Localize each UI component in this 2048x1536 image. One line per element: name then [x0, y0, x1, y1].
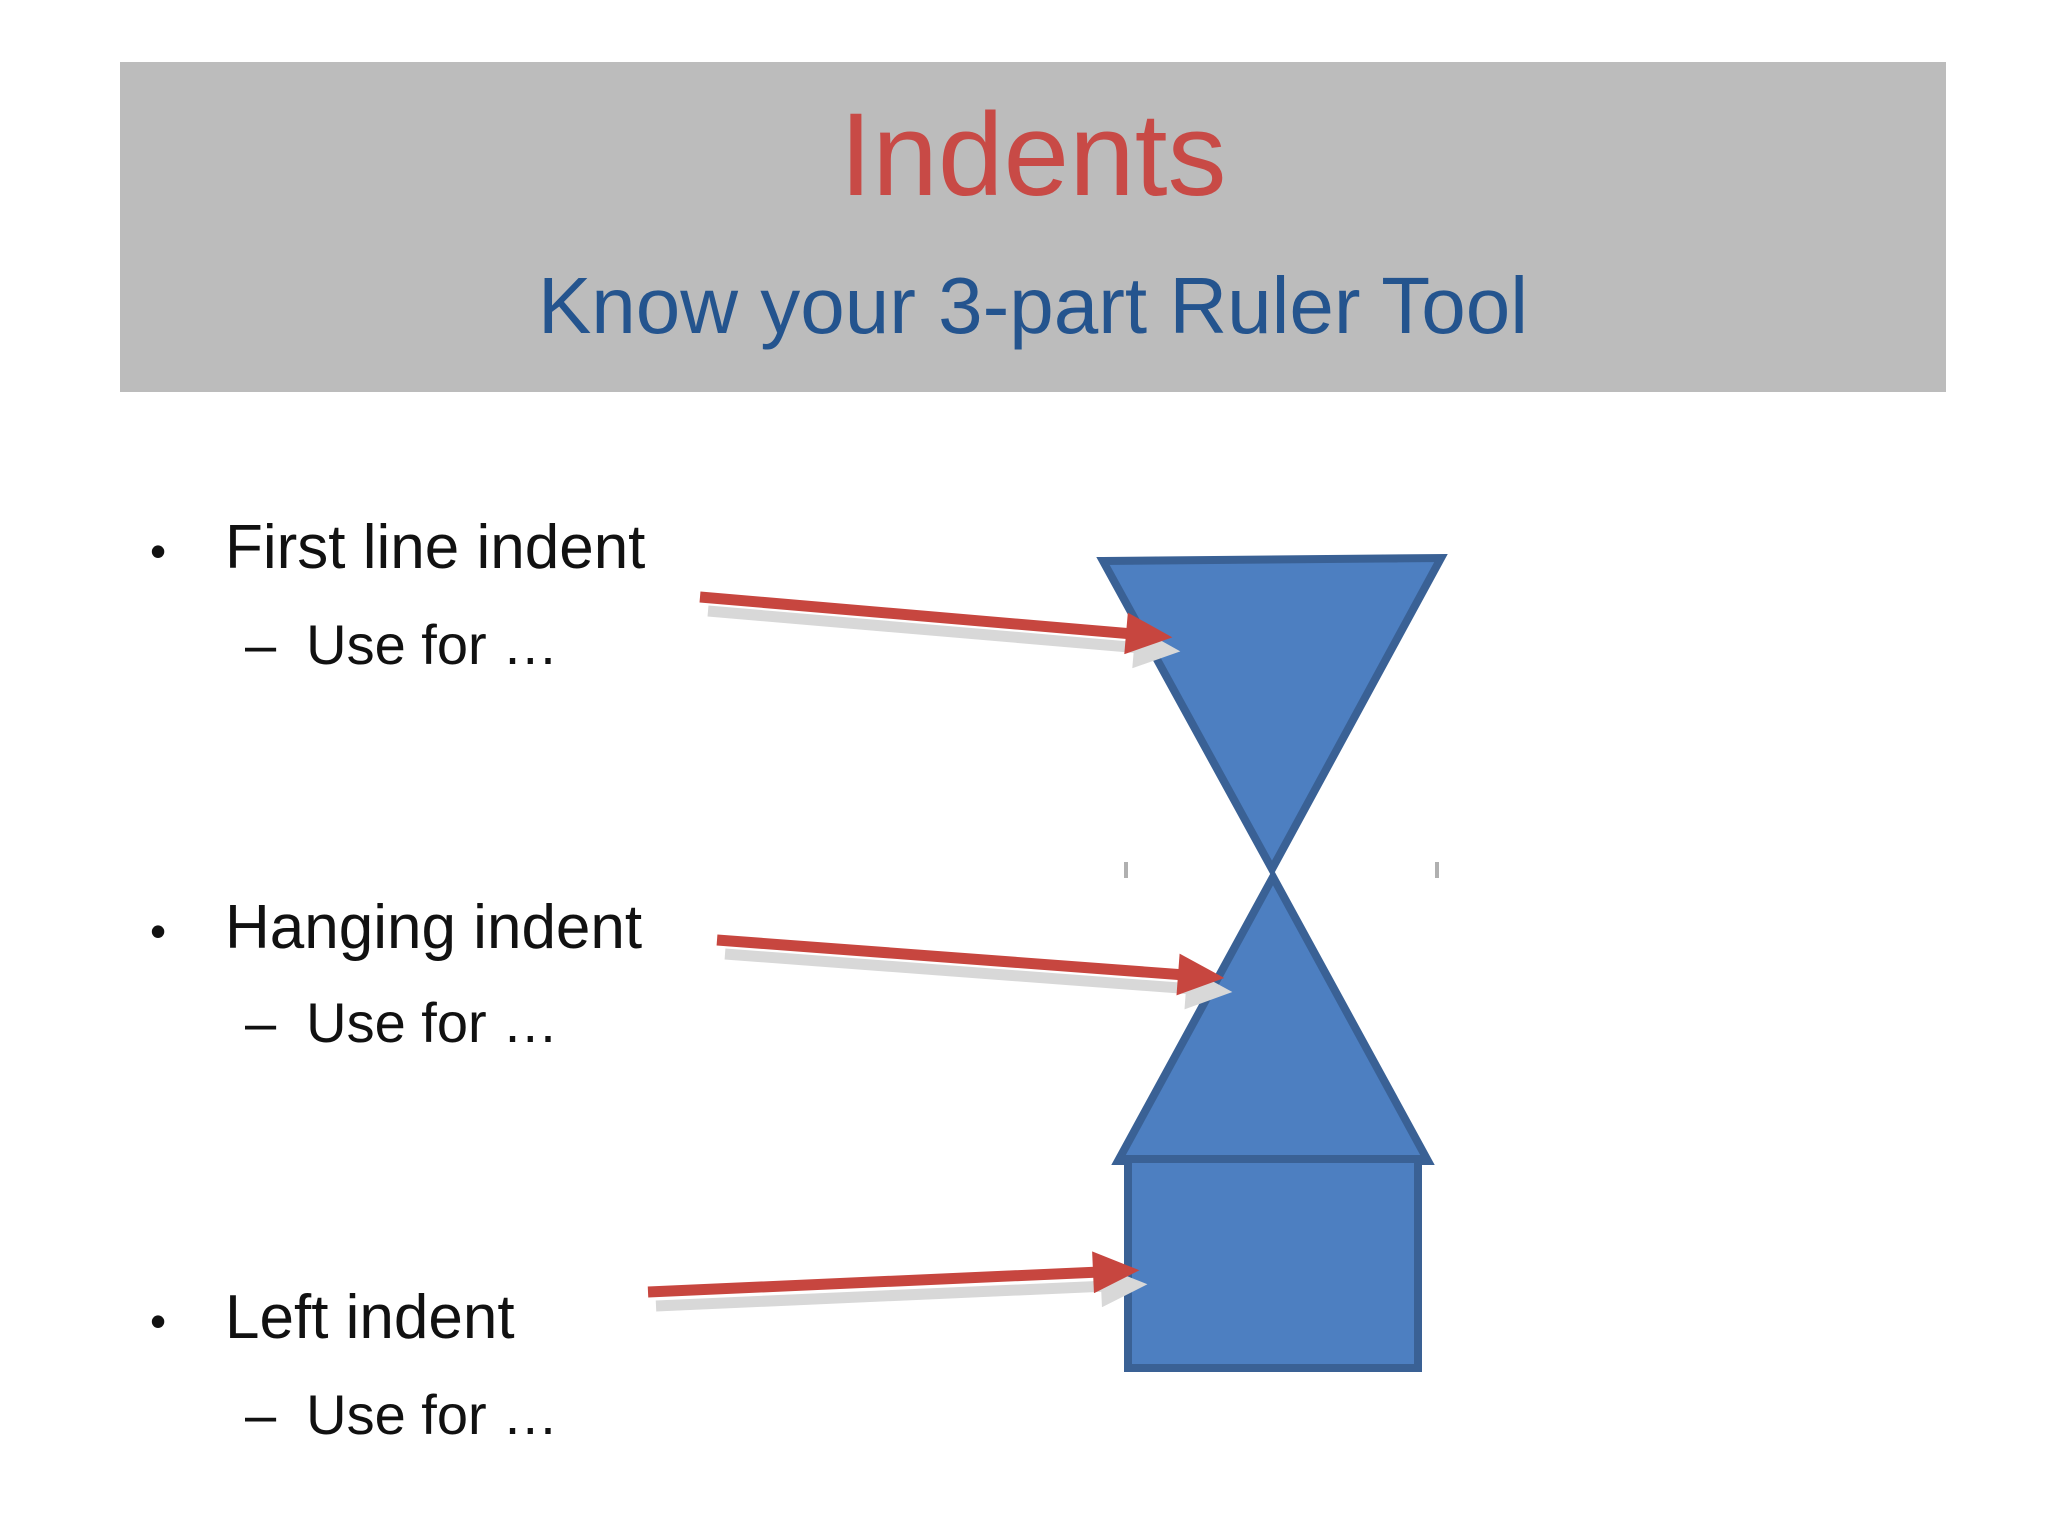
bullet-dot: • [150, 905, 167, 957]
sub-bullet-text: Use for … [306, 613, 559, 676]
bullet-item-first-line-indent: First line indent [225, 513, 646, 582]
first-line-indent-marker [1096, 553, 1448, 878]
sub-bullet-text: Use for … [306, 991, 559, 1054]
bullet-item-left-indent: Left indent [225, 1283, 515, 1352]
sub-bullet-hanging-indent: –Use for … [245, 990, 558, 1055]
sub-bullet-dash: – [245, 991, 277, 1054]
arrow-shadow [655, 1265, 1148, 1312]
sub-bullet-dash: – [245, 1383, 277, 1446]
ruler-tick-left [1124, 862, 1128, 878]
arrow-line [716, 934, 1225, 996]
hanging-indent-arrow [716, 934, 1233, 1010]
slide-title: Indents [839, 89, 1227, 221]
arrow-shadow [707, 605, 1181, 669]
arrow-line [647, 1251, 1140, 1298]
hanging-indent-marker [1111, 868, 1435, 1165]
arrow-line [699, 591, 1173, 655]
sub-bullet-left-indent: –Use for … [245, 1382, 558, 1447]
sub-bullet-text: Use for … [306, 1383, 559, 1446]
sub-bullet-first-line-indent: –Use for … [245, 612, 558, 677]
bullet-item-hanging-indent: Hanging indent [225, 893, 643, 962]
left-indent-marker [1124, 1155, 1422, 1372]
arrow-shadow [724, 948, 1233, 1010]
left-indent-arrow [647, 1251, 1148, 1312]
bullet-dot: • [150, 1295, 167, 1347]
first-line-indent-arrow [699, 591, 1181, 669]
header-band: Indents Know your 3-part Ruler Tool [120, 62, 1946, 392]
sub-bullet-dash: – [245, 613, 277, 676]
ruler-tick-right [1435, 862, 1439, 878]
slide-subtitle: Know your 3-part Ruler Tool [537, 261, 1529, 350]
bullet-dot: • [150, 525, 167, 577]
